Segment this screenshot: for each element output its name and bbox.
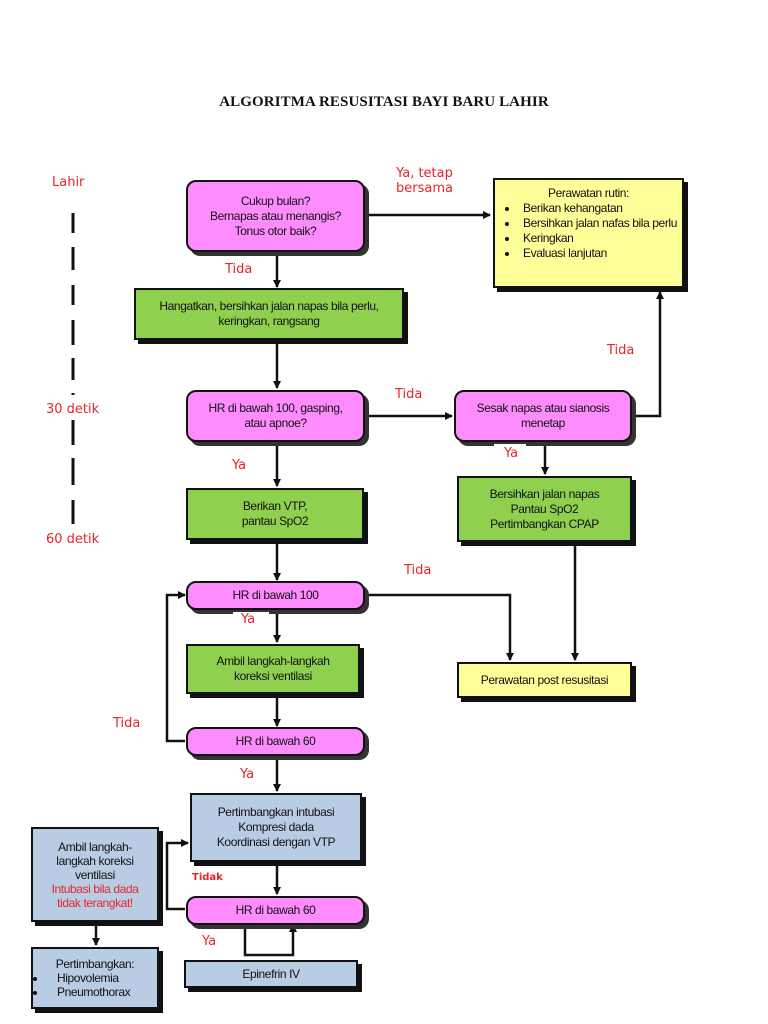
arrow-hr60-loop-to-hr100 xyxy=(165,591,186,743)
label-no-1: Tida xyxy=(225,262,253,277)
action-ppv-spo2: Berikan VTP, pantau SpO2 xyxy=(186,488,364,540)
node-text: HR di bawah 60 xyxy=(235,734,316,748)
node-text: atau apnoe? xyxy=(244,416,307,430)
label-yes-4: Ya xyxy=(240,767,255,782)
decision-assessment: Cukup bulan? Bernapas atau menangis? Ton… xyxy=(186,180,365,252)
consider-heading: Pertimbangkan: xyxy=(55,957,135,971)
node-text: koreksi ventilasi xyxy=(234,669,312,683)
list-item: Keringkan xyxy=(519,231,682,246)
arrow-hr60b-loop-to-intubation xyxy=(165,839,189,911)
label-no-3: Tida xyxy=(395,387,423,402)
node-text: Hangatkan, bersihkan jalan napas bila pe… xyxy=(159,299,379,313)
routine-care-heading: Perawatan rutin: xyxy=(548,186,629,200)
timeline-label-30s: 30 detik xyxy=(46,402,100,417)
label-yes-2: Ya xyxy=(494,444,527,467)
timeline-label-birth: Lahir xyxy=(52,175,85,190)
action-ventilation-correction: Ambil langkah-langkah koreksi ventilasi xyxy=(186,644,360,694)
timeline-label-60s: 60 detik xyxy=(46,532,100,547)
label-no-4: Tida xyxy=(404,563,432,578)
node-text: HR di bawah 60 xyxy=(235,903,316,917)
node-text: ventilasi xyxy=(75,867,115,882)
label-yes-5: Ya xyxy=(202,934,217,949)
label-no-6: Tidak xyxy=(192,872,223,883)
label-line: bersama xyxy=(396,181,453,196)
list-item: Berikan kehangatan xyxy=(519,201,682,216)
node-text: menetap xyxy=(521,416,565,430)
node-text: keringkan, rangsang xyxy=(218,314,320,328)
warning-text: Intubasi bila dada xyxy=(51,881,139,896)
label-yes-1: Ya xyxy=(232,458,247,473)
action-warm-dry: Hangatkan, bersihkan jalan napas bila pe… xyxy=(134,288,404,340)
warning-text: tidak terangkat! xyxy=(57,895,133,910)
node-text: Cukup bulan? xyxy=(240,193,311,208)
arrow-hr60b-epinephrine-loop xyxy=(243,924,297,957)
list-item: Bersihkan jalan nafas bila perlu xyxy=(519,216,682,231)
box-post-resuscitation-care: Perawatan post resusitasi xyxy=(457,662,632,698)
node-text: Tonus otor baik? xyxy=(234,223,317,238)
arrow-labored-to-routine xyxy=(632,291,664,418)
node-text: HR di bawah 100 xyxy=(232,588,319,602)
node-text: langkah koreksi xyxy=(56,853,134,868)
side-box-ventilation-intubation: Ambil langkah- langkah koreksi ventilasi… xyxy=(31,827,159,922)
node-text: Pantau SpO2 xyxy=(510,501,579,516)
node-text: Bersihkan jalan napas xyxy=(489,486,600,501)
arrow-hr100-to-postcare xyxy=(365,593,514,661)
routine-care-list: Berikan kehangatan Bersihkan jalan nafas… xyxy=(495,201,682,261)
node-text: Bernapas atau menangis? xyxy=(210,208,341,223)
node-text: Epinefrin IV xyxy=(242,966,300,981)
action-epinephrine: Epinefrin IV xyxy=(184,960,358,988)
label-no-2: Tida xyxy=(607,343,635,358)
box-routine-care: Perawatan rutin: Berikan kehangatan Bers… xyxy=(493,178,684,288)
node-text: HR di bawah 100, gasping, xyxy=(208,401,343,415)
list-item: Evaluasi lanjutan xyxy=(519,246,682,261)
decision-hr-below-60-b: HR di bawah 60 xyxy=(186,896,365,925)
node-text: Kompresi dada xyxy=(238,820,314,834)
label-yes-stay-together: Ya, tetap bersama xyxy=(396,166,453,196)
node-text: Berikan VTP, xyxy=(242,499,308,513)
list-item: Hipovolemia xyxy=(47,971,157,985)
decision-labored-breathing: Sesak napas atau sianosis menetap xyxy=(454,390,632,442)
node-text: pantau SpO2 xyxy=(241,514,309,528)
node-text: Perawatan post resusitasi xyxy=(480,672,609,687)
label-no-5: Tida xyxy=(113,716,141,731)
decision-hr-gasping-apnea: HR di bawah 100, gasping, atau apnoe? xyxy=(186,390,365,442)
node-text: Koordinasi dengan VTP xyxy=(216,835,336,849)
side-box-consider: Pertimbangkan: Hipovolemia Pneumothorax xyxy=(31,947,159,1009)
node-text: Pertimbangkan intubasi xyxy=(217,805,335,819)
node-text: Pertimbangkan CPAP xyxy=(490,516,599,531)
action-clear-airway-cpap: Bersihkan jalan napas Pantau SpO2 Pertim… xyxy=(457,476,632,542)
decision-hr-below-60-a: HR di bawah 60 xyxy=(186,727,365,756)
action-intubation-compression: Pertimbangkan intubasi Kompresi dada Koo… xyxy=(190,793,362,862)
node-text: Sesak napas atau sianosis xyxy=(476,401,610,415)
node-text: Ambil langkah-langkah xyxy=(216,654,330,668)
page-title: ALGORITMA RESUSITASI BAYI BARU LAHIR xyxy=(219,94,549,110)
consider-list: Hipovolemia Pneumothorax xyxy=(33,971,157,999)
node-text: Ambil langkah- xyxy=(58,839,132,854)
decision-hr-below-100: HR di bawah 100 xyxy=(186,581,365,610)
label-yes-3: Ya xyxy=(233,612,270,627)
list-item: Pneumothorax xyxy=(47,985,157,999)
label-line: Ya, tetap xyxy=(396,166,453,181)
